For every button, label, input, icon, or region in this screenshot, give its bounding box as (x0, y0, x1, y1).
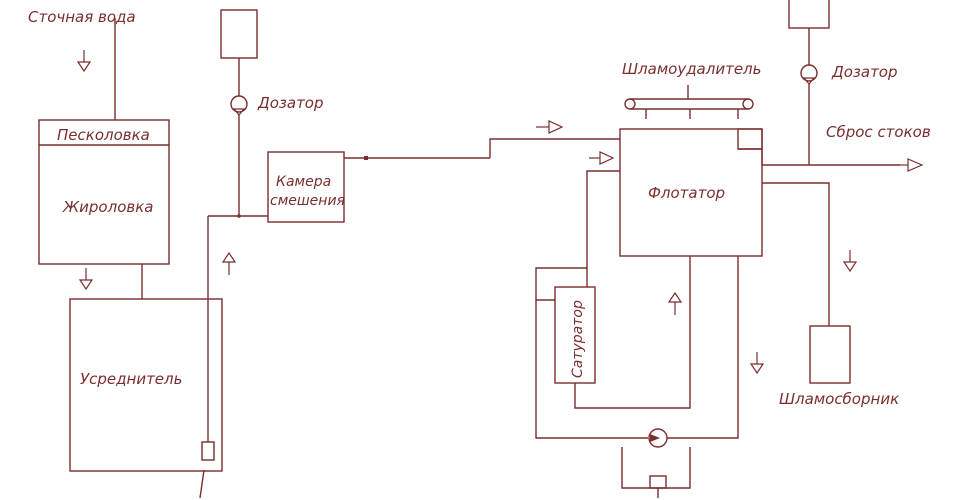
conveyor-roller-left-icon (624, 98, 636, 110)
pump-bypass-loop (621, 447, 691, 489)
pipe-valve-icon (364, 156, 368, 160)
inlet-arrow-icon (76, 50, 92, 73)
equalizer-tank (69, 298, 223, 472)
pump-to-saturator-pipe (535, 300, 648, 439)
label-doser-left: Дозатор (257, 94, 324, 112)
flotator-inlet-pipe (489, 138, 620, 158)
doser-valve-right-icon (802, 77, 816, 85)
flow-right-arrow-icon (536, 120, 564, 134)
flotator-tank (619, 128, 763, 257)
doser-pump-left-icon (230, 95, 248, 113)
label-discharge: Сброс стоков (826, 123, 931, 141)
sludge-down-arrow-icon (842, 250, 858, 273)
sludge-collector-tank (809, 325, 851, 384)
label-wastewater: Сточная вода (28, 8, 136, 26)
saturator-bypass-pipe (535, 267, 587, 301)
flow-down-arrow-icon-2 (749, 352, 765, 375)
flow-up-arrow-icon (221, 251, 237, 275)
label-saturator: Сатуратор (570, 300, 586, 378)
grease-trap-tank (38, 119, 170, 265)
pump-direction-icon (650, 434, 660, 442)
bypass-valve-icon (649, 475, 667, 489)
flotator-drain-loop (574, 256, 691, 409)
doser-valve-left-icon (232, 108, 246, 116)
sludge-pocket (737, 128, 763, 150)
label-doser-right: Дозатор (831, 63, 898, 81)
flow-up-arrow-icon-2 (667, 291, 683, 315)
flow-down-arrow-icon (78, 268, 94, 291)
discharge-arrow-icon (900, 158, 924, 172)
saturator-to-flotator-pipe (586, 170, 620, 287)
recycle-inlet-arrow-icon (589, 151, 615, 165)
label-equalizer: Усреднитель (80, 370, 182, 388)
outlet-pipe (199, 469, 205, 499)
label-sand-trap: Песколовка (57, 126, 150, 144)
reagent-tank-left (220, 9, 258, 59)
conveyor-roller-right-icon (742, 98, 754, 110)
pump-return-pipe (667, 256, 739, 439)
submersible-pump-icon (201, 441, 215, 461)
mixing-chamber (267, 151, 345, 223)
label-sludge-collector: Шламосборник (779, 390, 899, 408)
label-mixing-chamber-2: смешения (270, 193, 345, 209)
reagent-tank-right (788, 0, 830, 29)
label-grease-trap: Жироловка (62, 198, 153, 216)
doser-pump-right-icon (800, 64, 818, 82)
label-mixing-chamber-1: Камера (276, 174, 331, 190)
sludge-pipe (762, 182, 830, 326)
label-flotator: Флотатор (648, 184, 725, 202)
junction-dot (237, 214, 241, 218)
label-sludge-remover: Шламоудалитель (622, 60, 761, 78)
discharge-pipe (738, 148, 900, 166)
